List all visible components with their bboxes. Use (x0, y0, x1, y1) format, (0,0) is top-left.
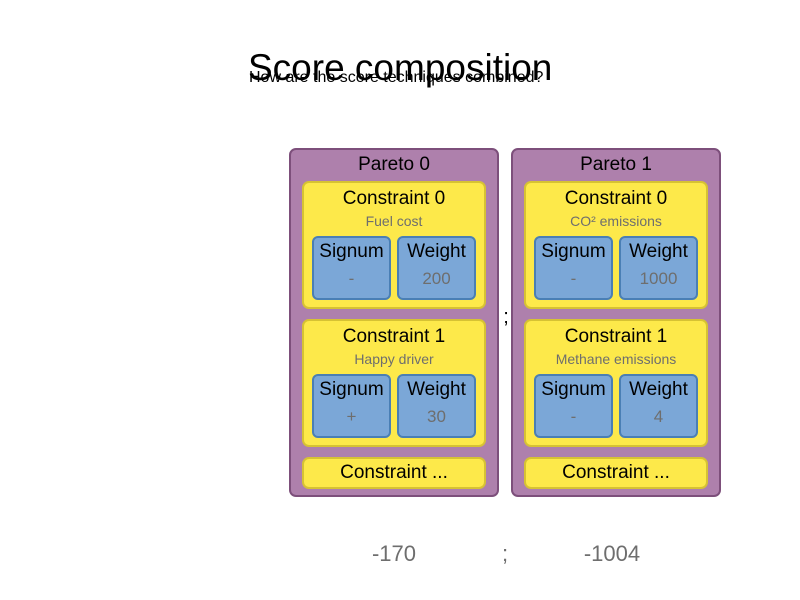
score-value-pareto-0: -170 (371, 541, 417, 566)
weight-label: Weight (629, 379, 688, 400)
weight-label: Weight (407, 379, 466, 400)
weight-technique-box[interactable]: Weight 200 (397, 236, 476, 300)
constraint-description: CO² emissions (570, 213, 662, 229)
signum-technique-box[interactable]: Signum - (534, 374, 613, 438)
weight-technique-box[interactable]: Weight 4 (619, 374, 698, 438)
pareto-1-constraint-1-box[interactable]: Constraint 1 Methane emissions Signum - … (524, 319, 708, 447)
constraint-description: Fuel cost (365, 213, 423, 229)
signum-technique-box[interactable]: Signum - (534, 236, 613, 300)
signum-technique-box[interactable]: Signum - (312, 236, 391, 300)
weight-label: Weight (629, 241, 688, 262)
page-subtitle: How are the score techniques combined? (249, 69, 544, 86)
technique-row: Signum + Weight 30 (312, 374, 476, 440)
page-title: Score composition (248, 46, 553, 88)
constraint-title: Constraint 0 (342, 188, 446, 209)
signum-label: Signum (541, 241, 606, 262)
score-value-pareto-1: -1004 (583, 541, 641, 566)
constraint-more-label: Constraint ... (562, 462, 670, 483)
pareto-1-constraint-more-box[interactable]: Constraint ... (524, 457, 708, 489)
weight-value: 1000 (639, 269, 678, 288)
signum-label: Signum (319, 241, 384, 262)
signum-value: + (346, 407, 357, 426)
pareto-0-constraint-1-box[interactable]: Constraint 1 Happy driver Signum + Weigh… (302, 319, 486, 447)
weight-technique-box[interactable]: Weight 1000 (619, 236, 698, 300)
constraint-title: Constraint 1 (564, 326, 668, 347)
pareto-0-constraint-more-box[interactable]: Constraint ... (302, 457, 486, 489)
technique-row: Signum - Weight 200 (312, 236, 476, 302)
pareto-level-1-panel[interactable]: Pareto 1 Constraint 0 CO² emissions Sign… (511, 148, 721, 497)
constraint-title: Constraint 0 (564, 188, 668, 209)
constraint-title: Constraint 1 (342, 326, 446, 347)
score-separator: ; (501, 541, 509, 566)
pareto-1-constraint-0-box[interactable]: Constraint 0 CO² emissions Signum - Weig… (524, 181, 708, 309)
pareto-separator: ; (503, 306, 509, 328)
technique-row: Signum - Weight 1000 (534, 236, 698, 302)
pareto-0-constraint-0-box[interactable]: Constraint 0 Fuel cost Signum - Weight 2… (302, 181, 486, 309)
signum-value: - (570, 269, 577, 288)
signum-label: Signum (541, 379, 606, 400)
signum-technique-box[interactable]: Signum + (312, 374, 391, 438)
signum-value: - (570, 407, 577, 426)
technique-row: Signum - Weight 4 (534, 374, 698, 440)
constraint-more-label: Constraint ... (340, 462, 448, 483)
weight-value: 200 (422, 269, 451, 288)
constraint-description: Methane emissions (555, 351, 677, 367)
weight-value: 30 (427, 407, 446, 426)
weight-technique-box[interactable]: Weight 30 (397, 374, 476, 438)
pareto-level-0-panel[interactable]: Pareto 0 Constraint 0 Fuel cost Signum -… (289, 148, 499, 497)
weight-value: 4 (653, 407, 664, 426)
pareto-level-1-title: Pareto 1 (580, 154, 652, 175)
signum-label: Signum (319, 379, 384, 400)
pareto-level-0-title: Pareto 0 (358, 154, 430, 175)
signum-value: - (348, 269, 355, 288)
weight-label: Weight (407, 241, 466, 262)
constraint-description: Happy driver (354, 351, 434, 367)
